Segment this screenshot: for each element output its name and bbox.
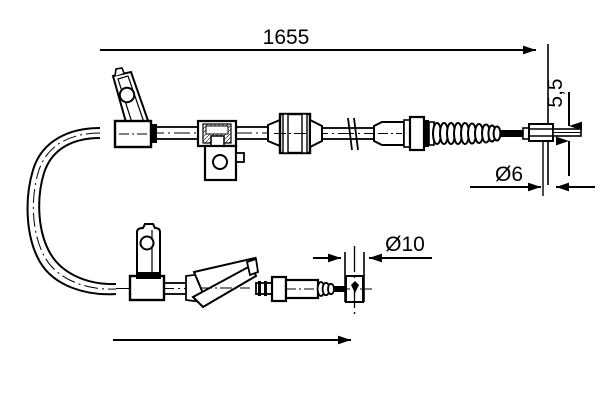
lower-sleeve-assembly (255, 275, 356, 303)
dimension-overall-length: 1655 (100, 26, 536, 55)
upper-cable-run (147, 126, 375, 140)
wedge-guide (185, 256, 260, 309)
break-symbol (347, 117, 359, 151)
dimension-cable-diameter: Ø6 (470, 141, 595, 196)
lower-clamp-bracket (128, 223, 166, 302)
dimension-end-fitting-diameter: Ø10 (313, 233, 432, 302)
coil-spring-section (432, 122, 502, 145)
cable-u-bend (26, 127, 117, 296)
overall-length-label: 1655 (263, 26, 310, 49)
cable-diameter-label: Ø6 (495, 163, 523, 186)
dimension-sheath-height: 5,5 (544, 78, 582, 176)
sleeve-assembly-upper (373, 115, 530, 152)
barrel-damper (267, 112, 323, 155)
mounting-bracket (196, 119, 245, 182)
end-fitting-diameter-label: Ø10 (385, 233, 425, 256)
sheath-height-label: 5,5 (544, 78, 567, 107)
end-fitting-upper (528, 123, 582, 142)
clevis-bracket (111, 67, 157, 149)
end-eyelet (336, 246, 372, 318)
